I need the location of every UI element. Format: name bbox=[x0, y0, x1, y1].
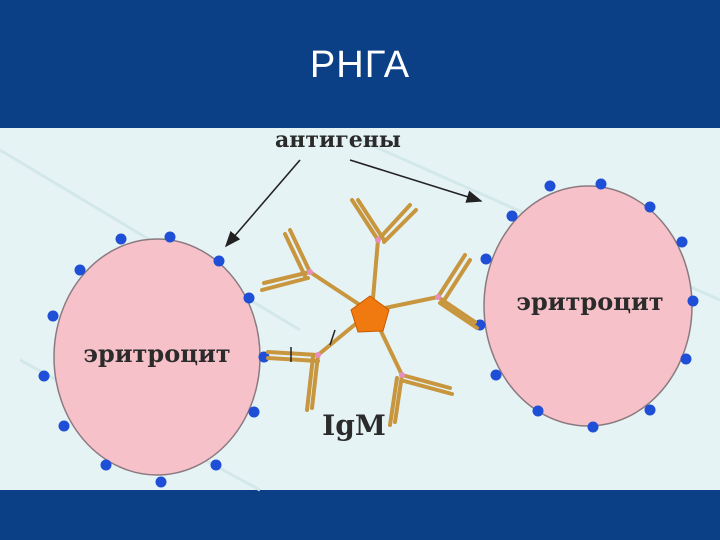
antigen-dot bbox=[481, 254, 492, 265]
antigen-dot bbox=[48, 311, 59, 322]
antigen-dot bbox=[165, 232, 176, 243]
antigen-dot bbox=[588, 422, 599, 433]
igm-label: IgM bbox=[322, 409, 386, 442]
antigen-dot bbox=[545, 181, 556, 192]
antigen-dot bbox=[101, 460, 112, 471]
antigen-dot bbox=[688, 296, 699, 307]
antigen-dot bbox=[156, 477, 167, 488]
antigen-dot bbox=[681, 354, 692, 365]
antigen-dot bbox=[596, 179, 607, 190]
antigen-dot bbox=[645, 202, 656, 213]
antigen-dot bbox=[507, 211, 518, 222]
antigen-dot bbox=[39, 371, 50, 382]
antigen-dot bbox=[645, 405, 656, 416]
antigen-dot bbox=[59, 421, 70, 432]
antigen-dot bbox=[249, 407, 260, 418]
antigen-dot bbox=[491, 370, 502, 381]
antigen-dot bbox=[677, 237, 688, 248]
antigen-dot bbox=[214, 256, 225, 267]
antigen-dot bbox=[211, 460, 222, 471]
erythrocyte-right-label: эритроцит bbox=[516, 287, 663, 316]
antigen-dot bbox=[533, 406, 544, 417]
arrow-to-left-cell bbox=[226, 160, 300, 246]
erythrocyte-left-label: эритроцит bbox=[83, 339, 230, 368]
antigens-label: антигены bbox=[275, 127, 401, 153]
antigen-dot bbox=[244, 293, 255, 304]
antigen-dot bbox=[75, 265, 86, 276]
antigen-dot bbox=[116, 234, 127, 245]
